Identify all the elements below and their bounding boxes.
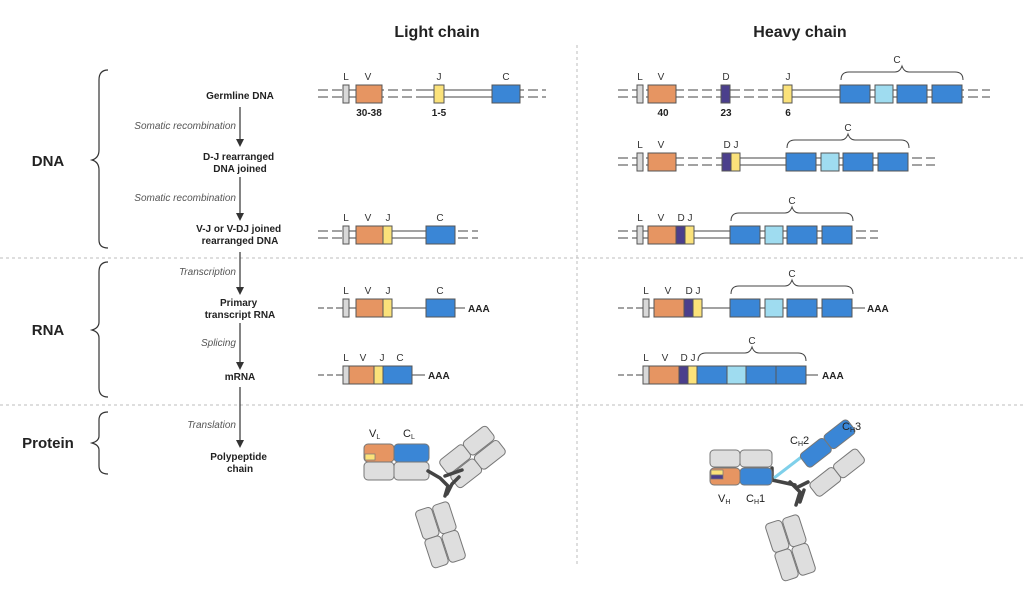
- process-splicing: Splicing: [201, 338, 236, 349]
- stage-primary-transcript: Primary transcript RNA: [205, 298, 276, 321]
- heavy-primary-polya: AAA: [867, 304, 889, 315]
- light-germline-L-label: L: [343, 72, 349, 83]
- stage-vj-joined: V-J or V-DJ joined rearranged DNA: [196, 224, 284, 247]
- process-translation: Translation: [187, 420, 236, 431]
- heavy-dj-L-label: L: [637, 140, 643, 151]
- light-germline-dna: L V J C 30-38 1-5: [318, 72, 546, 119]
- light-vj-L-label: L: [343, 213, 349, 224]
- stage-germline-dna: Germline DNA: [206, 91, 274, 102]
- dna-section-label: DNA: [32, 153, 65, 170]
- light-v-segment: [355, 84, 383, 104]
- light-chain-header: Light chain: [394, 24, 479, 41]
- heavy-vdj-DJ-label: D J: [678, 213, 693, 224]
- ch3-label: CH3: [842, 421, 861, 434]
- protein-brace: [89, 411, 109, 475]
- heavy-germline-D-label: D: [722, 72, 729, 83]
- light-germline-V-label: V: [365, 72, 372, 83]
- light-j-count: 1-5: [432, 108, 447, 119]
- light-rna-V-label: V: [365, 286, 372, 297]
- light-germline-C-label: C: [502, 72, 509, 83]
- light-mrna-V-label: V: [360, 353, 367, 364]
- process-transcription: Transcription: [179, 267, 236, 278]
- light-v-count: 30-38: [356, 108, 382, 119]
- light-vj-V-label: V: [365, 213, 372, 224]
- heavy-chain-header: Heavy chain: [753, 24, 846, 41]
- heavy-vdj-L-label: L: [637, 213, 643, 224]
- light-primary-polya: AAA: [468, 304, 490, 315]
- ch1-label: CH1: [746, 493, 765, 506]
- heavy-antibody-diagram: VH CH1 CH2 CH3: [709, 419, 865, 582]
- heavy-vdj-C-label: C: [788, 196, 795, 207]
- heavy-v-count: 40: [657, 108, 669, 119]
- process-somatic-recombination-2: Somatic recombination: [134, 193, 236, 204]
- protein-section-label: Protein: [22, 435, 74, 452]
- heavy-germline-L-label: L: [637, 72, 643, 83]
- rna-section-label: RNA: [32, 322, 65, 339]
- heavy-primary-transcript: L V D J C AAA: [618, 269, 889, 318]
- stage-polypeptide: Polypeptide chain: [210, 452, 269, 475]
- heavy-j-count: 6: [785, 108, 791, 119]
- heavy-mrna: L V D J C AAA: [618, 336, 844, 385]
- heavy-rna-DJ-label: D J: [686, 286, 701, 297]
- light-mrna-polya: AAA: [428, 371, 450, 382]
- light-primary-transcript: L V J C AAA: [318, 286, 490, 318]
- heavy-dj-V-label: V: [658, 140, 665, 151]
- heavy-mrna-C-label: C: [748, 336, 755, 347]
- stage-dj-rearranged: D-J rearranged DNA joined: [203, 152, 277, 175]
- heavy-germline-dna: L V D J C 40 23 6: [618, 55, 990, 119]
- light-mrna: L V J C AAA: [318, 353, 450, 385]
- vl-label: VL: [369, 428, 380, 441]
- light-cl-domain: [393, 443, 430, 463]
- heavy-d-count: 23: [720, 108, 732, 119]
- light-mrna-L-label: L: [343, 353, 349, 364]
- light-rna-L-label: L: [343, 286, 349, 297]
- heavy-mrna-DJ-label: D J: [681, 353, 696, 364]
- light-mrna-C-label: C: [396, 353, 403, 364]
- heavy-rna-L-label: L: [643, 286, 649, 297]
- heavy-rna-V-label: V: [665, 286, 672, 297]
- heavy-ch3-domain: [823, 419, 856, 450]
- heavy-rna-C-label: C: [788, 269, 795, 280]
- light-leader-segment: [342, 84, 350, 104]
- light-rna-J-label: J: [386, 286, 391, 297]
- heavy-mrna-L-label: L: [643, 353, 649, 364]
- light-vj-C-label: C: [436, 213, 443, 224]
- light-j-segment: [433, 84, 445, 104]
- dna-brace: [89, 69, 109, 249]
- heavy-dj-DJ-label: D J: [724, 140, 739, 151]
- heavy-germline-J-label: J: [786, 72, 791, 83]
- light-vj-J-label: J: [386, 213, 391, 224]
- ch2-label: CH2: [790, 435, 809, 448]
- light-germline-J-label: J: [437, 72, 442, 83]
- heavy-ch1-domain: [739, 467, 773, 486]
- heavy-dj-dna: L V D J C: [618, 123, 935, 172]
- heavy-germline-V-label: V: [658, 72, 665, 83]
- light-rna-C-label: C: [436, 286, 443, 297]
- light-mrna-J-label: J: [380, 353, 385, 364]
- rna-brace: [89, 261, 109, 398]
- light-antibody-diagram: VL CL: [363, 425, 506, 569]
- light-c-segment: [491, 84, 521, 104]
- heavy-mrna-V-label: V: [662, 353, 669, 364]
- stage-mrna: mRNA: [225, 372, 256, 383]
- heavy-mrna-polya: AAA: [822, 371, 844, 382]
- heavy-germline-C-label: C: [893, 55, 900, 66]
- heavy-dj-C-label: C: [844, 123, 851, 134]
- heavy-vdj-V-label: V: [658, 213, 665, 224]
- vh-label: VH: [718, 493, 730, 506]
- heavy-vdj-dna: L V D J C: [618, 196, 878, 245]
- cl-label: CL: [403, 428, 415, 441]
- light-vj-dna: L V J C: [318, 213, 478, 245]
- process-somatic-recombination-1: Somatic recombination: [134, 121, 236, 132]
